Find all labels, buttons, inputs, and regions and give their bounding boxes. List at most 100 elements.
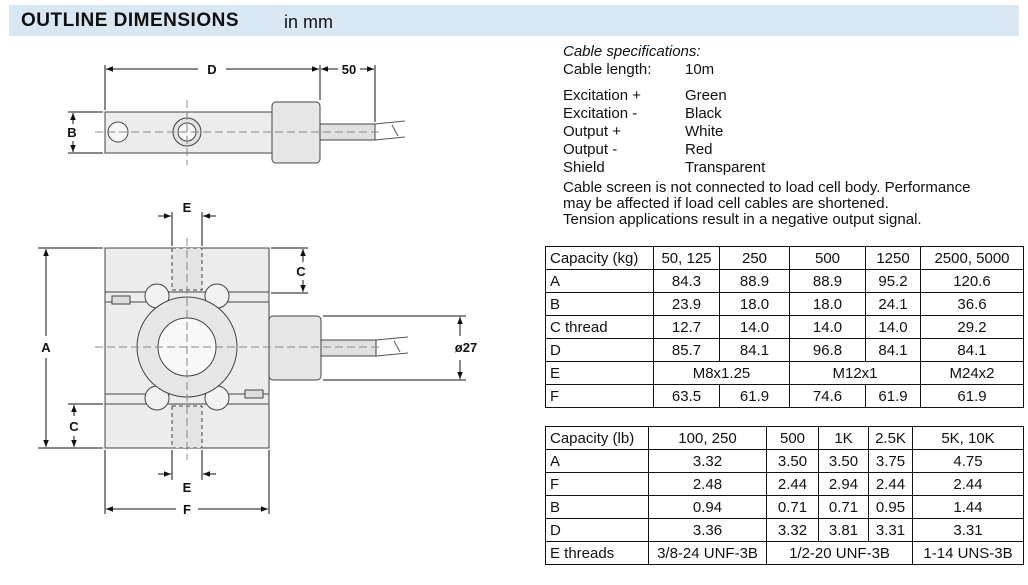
wire-label: Excitation - — [563, 105, 638, 122]
table-cell: 61.9 — [865, 384, 921, 408]
dim-e-bottom-label: E — [183, 480, 192, 495]
table-cell: 88.9 — [789, 269, 866, 293]
table-cell: 4.75 — [912, 449, 1024, 473]
cable-length-value: 10m — [685, 61, 715, 78]
table-cell: 3.50 — [818, 449, 869, 473]
table-row: C thread 12.7 14.0 14.0 14.0 29.2 — [545, 315, 1024, 339]
table-cell: 23.9 — [653, 292, 720, 316]
table-cell: M12x1 — [789, 361, 921, 385]
header-title: OUTLINE DIMENSIONS — [21, 10, 240, 31]
table-cell: B — [545, 495, 649, 519]
table-cell: 3.36 — [648, 518, 767, 542]
dim-a-label: A — [41, 340, 51, 355]
table-cell: 14.0 — [865, 315, 921, 339]
table-cell: 2.48 — [648, 472, 767, 496]
dim-50-label: 50 — [342, 62, 356, 77]
table-cell: C thread — [545, 315, 654, 339]
table-header-cell: 2.5K — [868, 426, 913, 450]
table-cell: 3.31 — [868, 518, 913, 542]
table-cell: 3/8-24 UNF-3B — [648, 541, 767, 565]
cable-specifications: Cable specifications: Cable length: 10m … — [563, 43, 970, 228]
dim-c-right-label: C — [296, 264, 306, 279]
wire-row: Output + White — [563, 123, 970, 141]
table-cell: M8x1.25 — [653, 361, 790, 385]
wire-row: Output - Red — [563, 141, 970, 159]
wire-color: Black — [685, 105, 722, 122]
table-cell: 0.71 — [818, 495, 869, 519]
header-unit: in mm — [284, 12, 333, 32]
table-cell: 1.44 — [912, 495, 1024, 519]
table-cell: 36.6 — [920, 292, 1024, 316]
table-header-cell: 5K, 10K — [912, 426, 1024, 450]
dim-d-label: D — [207, 62, 216, 77]
table-cell: 3.81 — [818, 518, 869, 542]
table-cell: 2.44 — [868, 472, 913, 496]
wire-row: Excitation + Green — [563, 87, 970, 105]
table-cell: 0.71 — [766, 495, 819, 519]
outline-drawing: D 50 B E C A ø27 C E F — [38, 62, 477, 517]
table-cell: 18.0 — [789, 292, 866, 316]
table-cell: 85.7 — [653, 338, 720, 362]
table-header-cell: 1250 — [865, 246, 921, 270]
metric-dimensions-table: Capacity (kg) 50, 125 250 500 1250 2500,… — [545, 246, 1024, 408]
table-cell: E threads — [545, 541, 649, 565]
wire-label: Shield — [563, 159, 605, 176]
table-cell: 2.94 — [818, 472, 869, 496]
table-header-cell: Capacity (kg) — [545, 246, 654, 270]
table-cell: D — [545, 338, 654, 362]
table-cell: M24x2 — [920, 361, 1024, 385]
table-cell: 63.5 — [653, 384, 720, 408]
table-header-cell: 500 — [789, 246, 866, 270]
dim-dia27-label: ø27 — [455, 340, 477, 355]
wire-color: White — [685, 123, 724, 140]
table-row: F 2.48 2.44 2.94 2.44 2.44 — [545, 472, 1024, 496]
table-header-cell: 100, 250 — [648, 426, 767, 450]
cable-note-line: may be affected if load cell cables are … — [563, 195, 889, 212]
table-cell: B — [545, 292, 654, 316]
table-cell: 74.6 — [789, 384, 866, 408]
wire-color: Transparent — [685, 159, 766, 176]
table-cell: 61.9 — [719, 384, 790, 408]
table-header-row: Capacity (kg) 50, 125 250 500 1250 2500,… — [545, 246, 1024, 270]
table-header-cell: 50, 125 — [653, 246, 720, 270]
table-cell: 18.0 — [719, 292, 790, 316]
cable-note-line: Tension applications result in a negativ… — [563, 211, 922, 228]
table-header-cell: 500 — [766, 426, 819, 450]
table-cell: 96.8 — [789, 338, 866, 362]
table-cell: 2.44 — [912, 472, 1024, 496]
table-cell: 12.7 — [653, 315, 720, 339]
table-cell: 3.32 — [766, 518, 819, 542]
table-cell: 0.94 — [648, 495, 767, 519]
table-row: E M8x1.25 M12x1 M24x2 — [545, 361, 1024, 385]
table-cell: 84.3 — [653, 269, 720, 293]
dim-c-left-label: C — [69, 419, 79, 434]
table-header-cell: 2500, 5000 — [920, 246, 1024, 270]
table-cell: 3.32 — [648, 449, 767, 473]
wire-label: Excitation + — [563, 87, 641, 104]
cable-spec-title: Cable specifications: — [563, 43, 701, 60]
table-header-cell: Capacity (lb) — [545, 426, 649, 450]
table-row: D 85.7 84.1 96.8 84.1 84.1 — [545, 338, 1024, 362]
table-cell: E — [545, 361, 654, 385]
table-cell: 2.44 — [766, 472, 819, 496]
table-cell: 3.75 — [868, 449, 913, 473]
table-header-cell: 1K — [818, 426, 869, 450]
table-header-cell: 250 — [719, 246, 790, 270]
dim-e-top-label: E — [183, 200, 192, 215]
table-cell: A — [545, 449, 649, 473]
table-cell: 14.0 — [719, 315, 790, 339]
table-cell: A — [545, 269, 654, 293]
wire-color: Green — [685, 87, 727, 104]
cable-length-row: Cable length: 10m — [563, 61, 970, 79]
wire-label: Output - — [563, 141, 618, 158]
table-row: B 23.9 18.0 18.0 24.1 36.6 — [545, 292, 1024, 316]
wire-row: Excitation - Black — [563, 105, 970, 123]
table-cell: 88.9 — [719, 269, 790, 293]
cable-note: Cable screen is not connected to load ce… — [563, 180, 970, 228]
table-cell: 84.1 — [865, 338, 921, 362]
table-cell: 3.50 — [766, 449, 819, 473]
table-cell: 84.1 — [719, 338, 790, 362]
table-row: A 84.3 88.9 88.9 95.2 120.6 — [545, 269, 1024, 293]
front-view — [104, 247, 409, 449]
table-cell: 1/2-20 UNF-3B — [766, 541, 913, 565]
